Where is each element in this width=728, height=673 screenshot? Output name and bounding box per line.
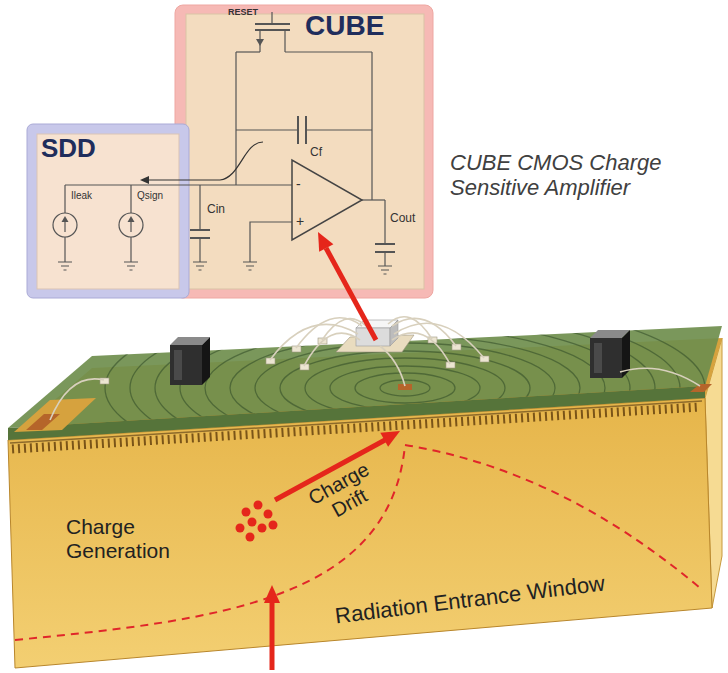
amplifier-caption: CUBE CMOS Charge Sensitive Amplifier	[450, 150, 690, 201]
component-label: Cin	[207, 203, 225, 217]
component-label: Ileak	[71, 190, 92, 202]
component-label: Cf	[310, 146, 322, 160]
charge-cloud	[236, 501, 278, 542]
circuit-wires	[53, 12, 395, 274]
radiation-arrow	[264, 585, 280, 670]
sdd-panel: SDD	[27, 124, 189, 298]
entrance-window-line	[15, 445, 700, 640]
region-label: Charge Generation	[66, 515, 191, 563]
cube-panel-shape	[175, 5, 433, 298]
bond-pads	[100, 335, 489, 384]
wire-bonds	[50, 317, 700, 420]
capacitor-component	[170, 330, 630, 385]
opamp-symbol	[292, 160, 362, 240]
panel-title: CUBE	[305, 11, 384, 42]
signal-name: RESET	[228, 7, 258, 17]
circuit-symbols	[62, 39, 265, 222]
signal-arrow	[140, 142, 263, 184]
sdd-panel-shape	[27, 124, 189, 298]
panel-title: SDD	[41, 134, 96, 163]
component-label: Qsign	[137, 190, 163, 202]
pin-sign: -	[296, 176, 301, 192]
pin-sign: +	[296, 213, 304, 229]
cube-panel: CUBE	[175, 5, 433, 298]
pointer-arrow	[318, 232, 376, 340]
component-label: Cout	[390, 212, 415, 226]
